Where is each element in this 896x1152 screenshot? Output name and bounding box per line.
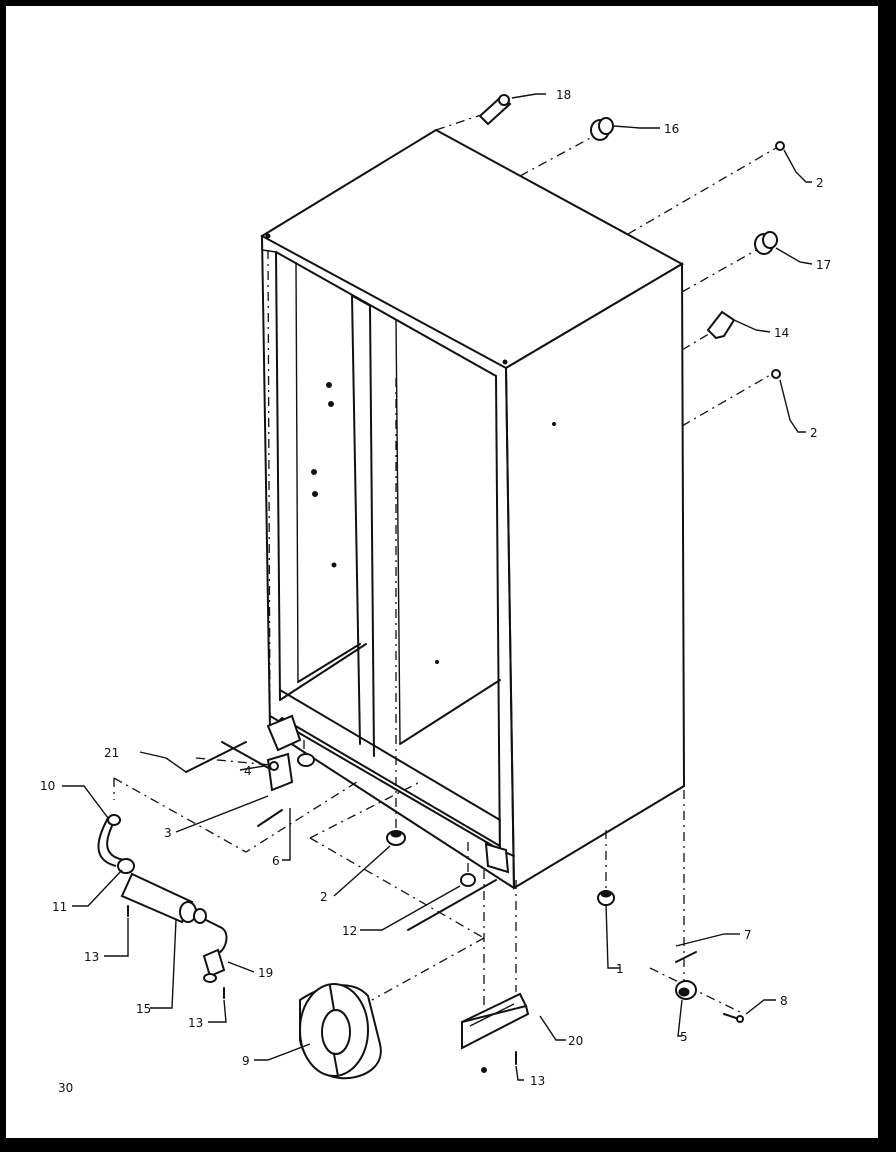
callout-5: 5 bbox=[680, 1030, 688, 1044]
callout-13-b: 13 bbox=[188, 1016, 203, 1030]
part-14-bracket bbox=[706, 310, 736, 340]
callout-12: 12 bbox=[342, 924, 357, 938]
refrigerator-cabinet bbox=[259, 128, 686, 890]
callout-2-mid: 2 bbox=[810, 426, 818, 440]
part-18-fitting bbox=[478, 94, 512, 126]
part-1-leveling-leg bbox=[597, 890, 615, 906]
part-12-rod bbox=[407, 873, 497, 931]
callout-20: 20 bbox=[568, 1034, 583, 1048]
callout-3: 3 bbox=[164, 826, 172, 840]
callout-17: 17 bbox=[816, 258, 831, 272]
callout-2-bottom: 2 bbox=[320, 890, 328, 904]
callout-1: 1 bbox=[616, 962, 624, 976]
part-15-filter bbox=[120, 872, 228, 961]
callout-labels: 18 16 2 17 14 2 21 4 10 3 6 2 11 12 7 13… bbox=[40, 88, 831, 1088]
part-5-roller bbox=[675, 951, 697, 1000]
part-17-plug bbox=[754, 231, 778, 255]
part-20-bracket bbox=[460, 992, 530, 1050]
callout-18: 18 bbox=[556, 88, 571, 102]
callout-14: 14 bbox=[774, 326, 789, 340]
part-9-insulation-ring bbox=[299, 983, 382, 1080]
callout-21: 21 bbox=[104, 746, 119, 760]
part-3-hinge bbox=[257, 752, 294, 827]
callout-7: 7 bbox=[744, 928, 752, 942]
part-2-screw-top bbox=[775, 141, 785, 151]
callout-2-top: 2 bbox=[816, 176, 824, 190]
part-2-leveling-leg bbox=[386, 830, 406, 846]
callout-16: 16 bbox=[664, 122, 679, 136]
page-number: 30 bbox=[58, 1081, 73, 1095]
callout-leaders bbox=[62, 93, 813, 1081]
callout-11: 11 bbox=[52, 900, 67, 914]
part-21-rod bbox=[185, 741, 247, 773]
part-10-drain-tube bbox=[97, 814, 125, 867]
part-2-screw-mid bbox=[771, 369, 781, 379]
part-19-elbow bbox=[202, 948, 226, 983]
callout-4: 4 bbox=[244, 764, 252, 778]
front-leveling-leg bbox=[297, 753, 315, 767]
part-16-plug bbox=[590, 117, 614, 141]
callout-9: 9 bbox=[242, 1054, 250, 1068]
callout-6: 6 bbox=[272, 854, 280, 868]
callout-19: 19 bbox=[258, 966, 273, 980]
callout-13-a: 13 bbox=[84, 950, 99, 964]
callout-15: 15 bbox=[136, 1002, 151, 1016]
callout-13-c: 13 bbox=[530, 1074, 545, 1088]
part-11-sleeve bbox=[117, 858, 135, 874]
callout-8: 8 bbox=[780, 994, 788, 1008]
callout-10: 10 bbox=[40, 779, 55, 793]
